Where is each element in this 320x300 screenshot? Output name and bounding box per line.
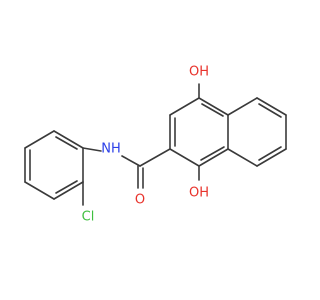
aryl-double-bond xyxy=(55,136,78,150)
ring-a-double-bond xyxy=(200,146,225,161)
amide-nh-label: NH xyxy=(101,142,121,157)
molecule-structure: OH OH O NH Cl xyxy=(24,65,287,225)
ring-a-double-bond xyxy=(201,103,224,117)
ring-b-double-bond xyxy=(258,103,282,118)
aryl-bond xyxy=(24,181,55,200)
aryl-double-bond xyxy=(55,180,78,194)
chloro-label: Cl xyxy=(82,210,95,225)
hydroxyl-bottom-label: OH xyxy=(189,186,209,201)
carbonyl-oxygen-label: O xyxy=(135,193,145,208)
ring-b-double-bond xyxy=(258,146,282,161)
n-aryl-bond xyxy=(82,147,102,152)
amide-carbon-bond xyxy=(139,148,171,167)
aryl-bond xyxy=(24,130,55,149)
amide-n-bond xyxy=(121,155,141,167)
ring-a-bond xyxy=(198,97,229,116)
ring-a-bond xyxy=(169,148,200,167)
aryl-bond xyxy=(53,181,84,200)
ring-b-bond xyxy=(227,97,258,116)
ring-a-bond xyxy=(169,97,200,116)
ring-a-bond xyxy=(198,148,229,167)
aryl-bond xyxy=(53,130,84,149)
ring-b-bond xyxy=(256,97,287,116)
ring-b-bond xyxy=(256,148,287,167)
hydroxyl-top-label: OH xyxy=(189,65,209,80)
ring-b-bond xyxy=(227,148,258,167)
